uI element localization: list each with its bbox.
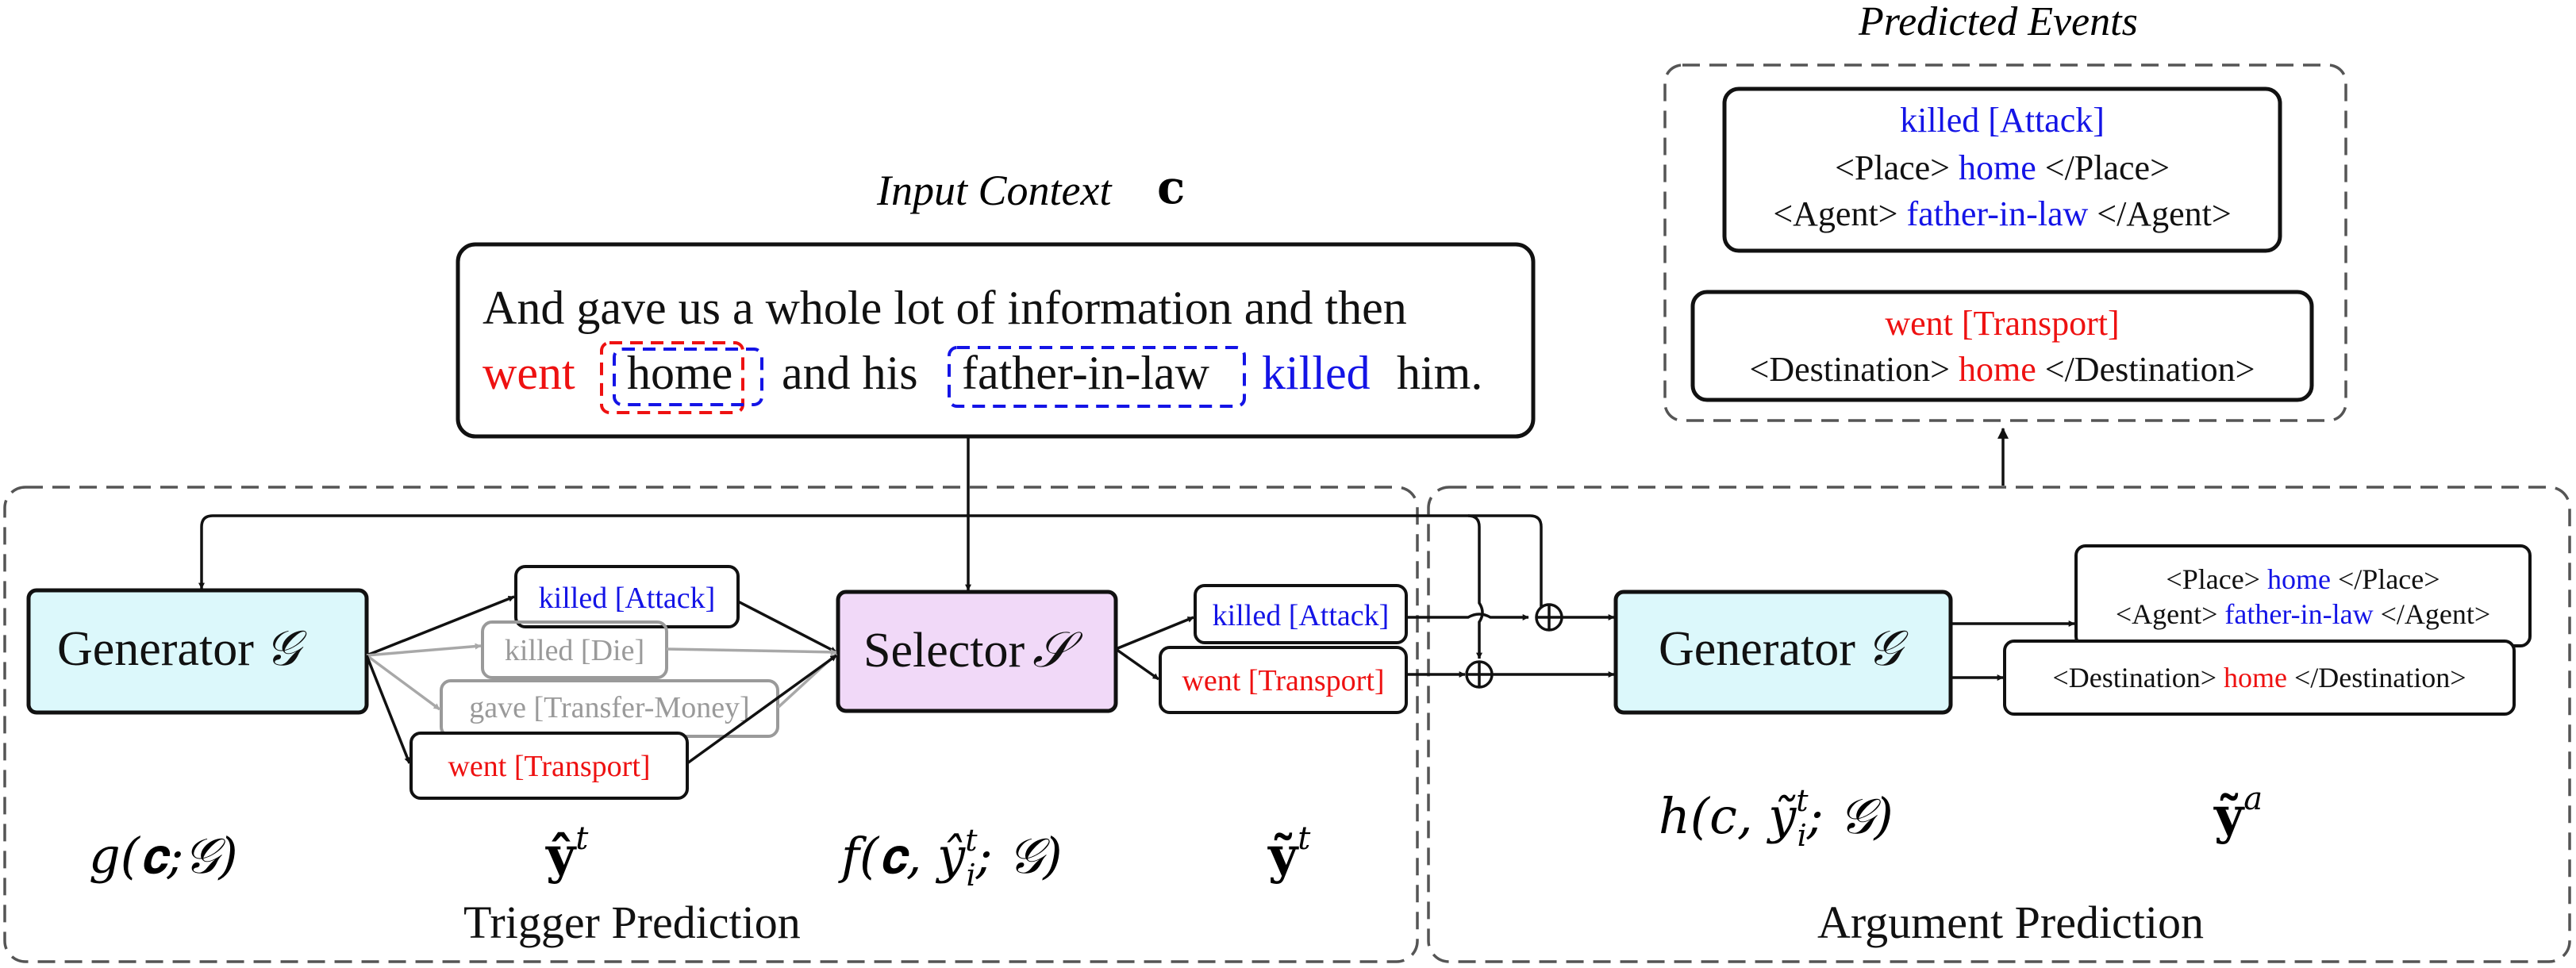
argument-word-home: home — [627, 347, 732, 399]
arrow-gen-to-gave — [365, 654, 441, 711]
argument-generator-box — [1613, 590, 1953, 715]
predicted-attack-place: <Place> home </Place> — [1835, 148, 2170, 187]
input-context-line2: went home and his father-in-law killed h… — [483, 347, 1482, 399]
arrow-gen-to-killed-attack — [366, 595, 515, 657]
arrow-gen-to-killed-die — [366, 643, 482, 657]
argument-prediction-frame — [1427, 486, 2571, 963]
candidate-killed-die-label: killed [Die] — [505, 634, 644, 667]
predicted-attack-box — [1722, 86, 2282, 253]
candidate-gave-transfer-label: gave [Transfer-Money] — [469, 691, 749, 724]
predicted-events-title: Predicted Events — [1858, 0, 2138, 44]
input-context-line1: And gave us a whole lot of information a… — [483, 282, 1407, 334]
predicted-attack-head: killed [Attack] — [1900, 101, 2105, 140]
concat-plus-lower — [1465, 660, 1494, 689]
input-context-box — [456, 242, 1536, 439]
math-ytilde-a: ỹa — [2213, 781, 2263, 846]
input-context-symbol: c — [1157, 160, 1185, 214]
candidate-killed-attack-label: killed [Attack] — [539, 582, 716, 615]
home-arg-highlight-red — [600, 341, 744, 414]
argument-output-transport — [2003, 640, 2516, 716]
concat-plus-upper — [1535, 603, 1563, 632]
predicted-transport-head: went [Transport] — [1885, 304, 2119, 343]
predicted-transport-box — [1690, 290, 2314, 402]
predicted-attack-agent: <Agent> father-in-law </Agent> — [1773, 194, 2231, 233]
selected-went-transport-label: went [Transport] — [1182, 664, 1384, 697]
selected-killed-attack-label: killed [Attack] — [1213, 599, 1390, 632]
math-ytilde-t: ỹt — [1267, 820, 1311, 885]
argument-output-destination: <Destination> home </Destination> — [2052, 662, 2466, 693]
loop-down-to-lower-plus — [1467, 514, 1484, 659]
argument-word-father-in-law: father-in-law — [962, 347, 1210, 399]
arrow-selector-to-went — [1114, 647, 1160, 681]
math-yhat-t: ŷt — [545, 820, 589, 885]
father-in-law-highlight — [948, 346, 1246, 408]
selector-box — [836, 590, 1118, 713]
trigger-word-went: went — [483, 347, 575, 399]
arrow-killed-die-to-selector — [666, 647, 837, 655]
arrow-went-to-selector — [686, 654, 838, 765]
candidate-went-transport-label: went [Transport] — [448, 750, 650, 783]
home-arg-highlight-blue — [613, 348, 763, 406]
trigger-word-killed: killed — [1262, 347, 1371, 399]
selected-killed-attack — [1194, 584, 1408, 644]
plain-and-his: and his — [782, 347, 918, 399]
trigger-prediction-frame — [3, 486, 1419, 963]
arrow-gen-to-went — [365, 655, 411, 764]
line-killed-to-plus — [1406, 613, 1529, 620]
loop-top-line — [198, 514, 1543, 613]
selected-went-transport — [1159, 646, 1408, 714]
predicted-transport-destination: <Destination> home </Destination> — [1750, 350, 2255, 389]
math-g-c-G: g(𝐜;𝒢) — [89, 827, 238, 885]
argument-prediction-label: Argument Prediction — [1817, 897, 2204, 948]
candidate-went-transport — [409, 732, 689, 800]
plain-him: him. — [1397, 347, 1482, 399]
argument-output-place: <Place> home </Place> — [2166, 563, 2440, 595]
arrow-selector-to-killed — [1115, 616, 1194, 651]
input-context-title: Input Context — [876, 167, 1113, 214]
candidate-killed-attack — [514, 565, 740, 628]
trigger-generator-box — [26, 588, 369, 715]
argument-output-agent: <Agent> father-in-law </Agent> — [2116, 598, 2490, 630]
arrow-killed-attack-to-selector — [737, 600, 837, 654]
trigger-prediction-label: Trigger Prediction — [463, 897, 801, 948]
argument-output-attack — [2074, 544, 2532, 647]
